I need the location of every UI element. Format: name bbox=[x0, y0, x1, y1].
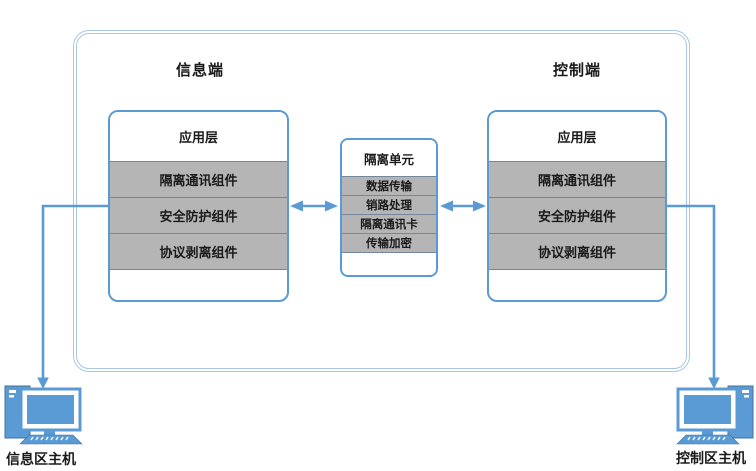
system-boundary-frame bbox=[73, 30, 690, 372]
info-row-security-protect: 安全防护组件 bbox=[110, 197, 287, 233]
info-app-layer-box: 应用层 隔离通讯组件 安全防护组件 协议剥离组件 bbox=[108, 110, 289, 302]
control-host-computer-icon bbox=[676, 385, 754, 445]
unit-row-link-processing: 销路处理 bbox=[342, 195, 436, 214]
control-host-label: 控制区主机 bbox=[676, 451, 746, 467]
isolation-unit-box: 隔离单元 数据传输 销路处理 隔离通讯卡 传输加密 bbox=[340, 138, 438, 277]
control-row-isolation-comm: 隔离通讯组件 bbox=[489, 161, 665, 197]
control-app-layer-box: 应用层 隔离通讯组件 安全防护组件 协议剥离组件 bbox=[487, 110, 667, 302]
control-row-protocol-strip: 协议剥离组件 bbox=[489, 233, 665, 270]
info-app-layer-header: 应用层 bbox=[110, 112, 287, 161]
info-host-computer-icon bbox=[4, 385, 83, 445]
control-app-layer-header: 应用层 bbox=[489, 112, 665, 161]
control-side-title: 控制端 bbox=[552, 61, 601, 79]
control-row-security-protect: 安全防护组件 bbox=[489, 197, 665, 233]
unit-row-transfer-encrypt: 传输加密 bbox=[342, 233, 436, 253]
unit-row-isolation-card: 隔离通讯卡 bbox=[342, 214, 436, 233]
isolation-unit-header: 隔离单元 bbox=[342, 140, 436, 176]
info-row-protocol-strip: 协议剥离组件 bbox=[110, 233, 287, 270]
info-host-label: 信息区主机 bbox=[6, 452, 76, 468]
info-side-title: 信息端 bbox=[175, 61, 224, 79]
info-row-isolation-comm: 隔离通讯组件 bbox=[110, 161, 287, 197]
unit-row-data-transfer: 数据传输 bbox=[342, 176, 436, 195]
